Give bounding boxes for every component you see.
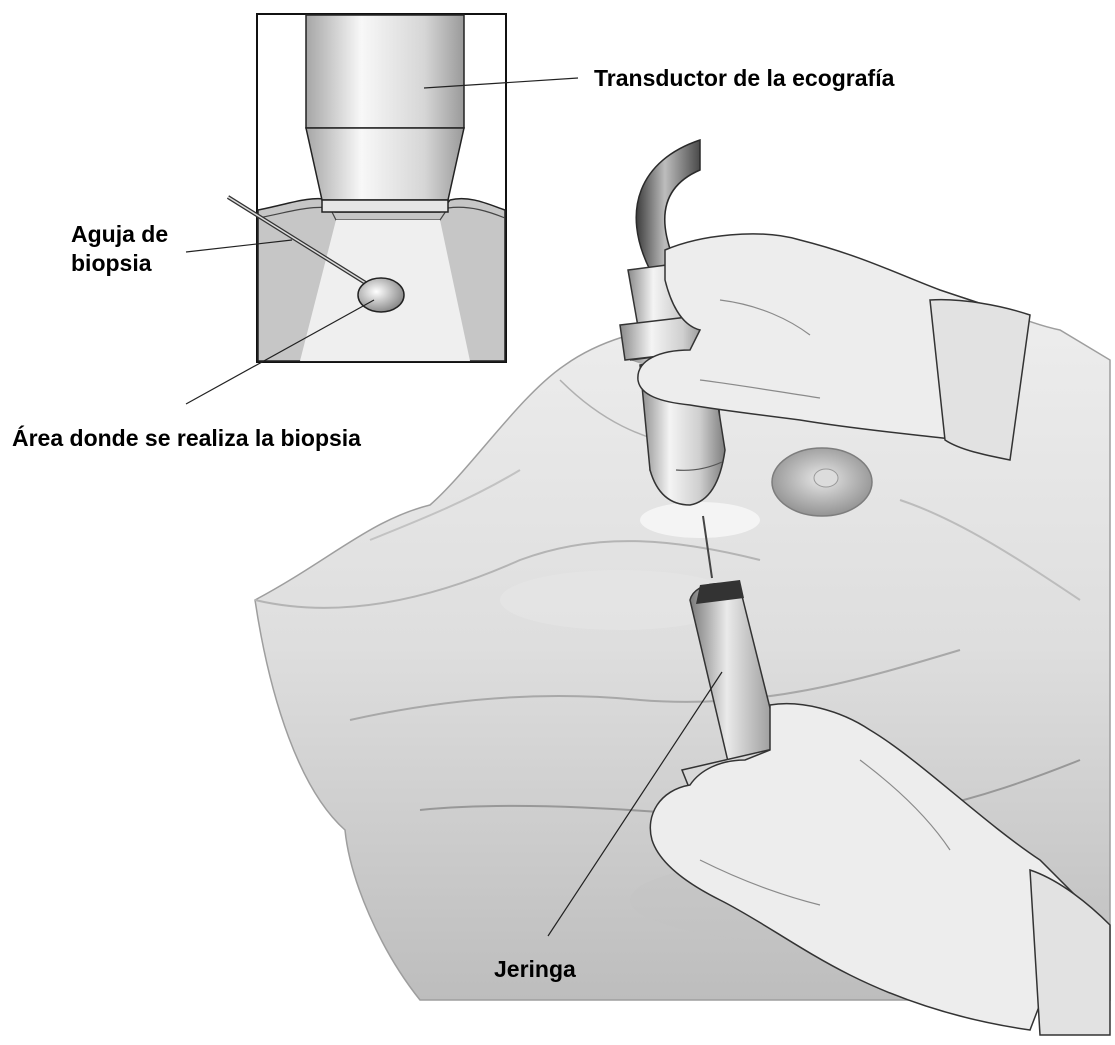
label-transducer: Transductor de la ecografía [594, 64, 894, 93]
label-biopsy-needle-line1: Aguja de [71, 220, 168, 249]
ultrasound-inset-icon [228, 14, 506, 362]
nipple-icon [772, 448, 872, 516]
label-biopsy-needle-line2: biopsia [71, 249, 168, 278]
label-biopsy-needle: Aguja de biopsia [71, 220, 168, 278]
label-biopsy-area: Área donde se realiza la biopsia [12, 424, 361, 453]
label-syringe: Jeringa [494, 955, 576, 984]
